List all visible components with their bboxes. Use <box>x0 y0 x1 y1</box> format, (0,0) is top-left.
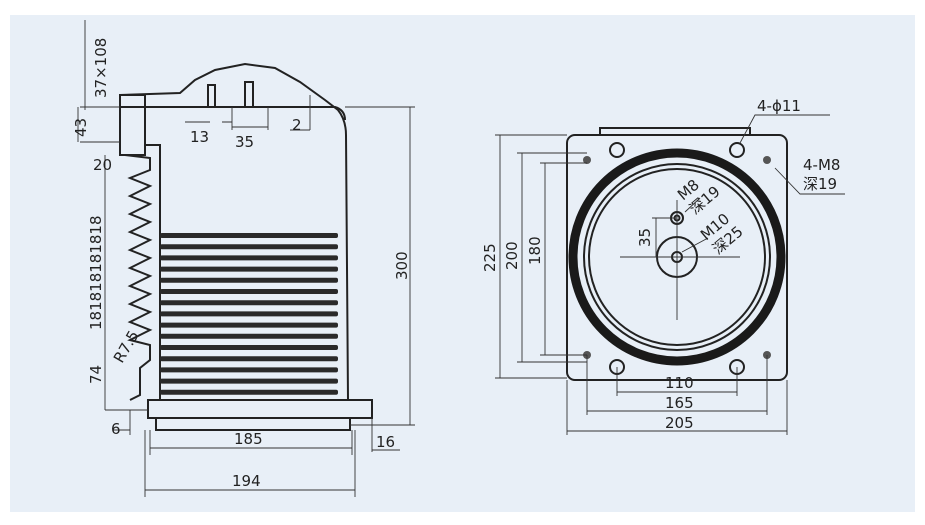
dim-180: 180 <box>526 236 544 265</box>
dim-185: 185 <box>234 430 263 448</box>
dim-74: 74 <box>87 365 105 384</box>
dim-43: 43 <box>72 118 90 137</box>
outer-ring <box>568 148 786 366</box>
dim-shed-pitch: 181818181818 <box>87 215 105 330</box>
mounting-holes <box>609 142 745 375</box>
inner-ring <box>588 168 766 346</box>
dim-165: 165 <box>665 394 694 412</box>
rib <box>160 345 338 350</box>
plan-view: 225 200 180 35 110 165 205 4-ϕ11 4-M8 深1… <box>481 97 845 435</box>
stud-left <box>207 84 216 108</box>
stud-right <box>244 81 254 108</box>
shed-profile <box>124 154 153 401</box>
rib <box>160 300 338 306</box>
side-outline-top <box>119 62 349 401</box>
base <box>155 417 351 431</box>
ribs <box>160 233 338 395</box>
base-plate <box>566 134 788 381</box>
dim-225: 225 <box>481 243 499 272</box>
rib <box>160 255 338 261</box>
top-strip <box>599 127 751 136</box>
dim-20: 20 <box>93 156 112 174</box>
rib <box>160 289 338 294</box>
body-left-wall <box>145 144 161 400</box>
dim-300: 300 <box>393 251 411 280</box>
dim-6: 6 <box>111 420 121 438</box>
dim-194: 194 <box>232 472 261 490</box>
top-flange-line <box>120 106 346 121</box>
inner-ring <box>583 163 771 351</box>
rib <box>160 266 338 272</box>
callout-4-m8: 4-M8 <box>803 156 840 174</box>
rib <box>160 356 338 362</box>
dim-37x108: 37×108 <box>92 38 110 98</box>
dim-205: 205 <box>665 414 694 432</box>
dim-16: 16 <box>376 433 395 451</box>
rib <box>160 389 338 395</box>
side-view: 37×108 43 20 181818181818 R7.5 74 6 13 3… <box>72 20 415 497</box>
callout-4-m8-depth: 深19 <box>803 175 837 193</box>
dim-200: 200 <box>503 241 521 270</box>
plan-dimension-lines <box>495 114 845 435</box>
dim-35: 35 <box>235 133 254 151</box>
rib <box>160 333 338 339</box>
side-dimension-lines <box>77 20 415 497</box>
rib <box>160 244 338 250</box>
rib <box>160 277 338 283</box>
rib <box>160 233 338 238</box>
callout-4-phi11: 4-ϕ11 <box>757 97 801 115</box>
dim-110: 110 <box>665 374 694 392</box>
rib <box>160 378 338 384</box>
rib <box>160 311 338 317</box>
rib <box>160 322 338 328</box>
dim-radius: R7.5 <box>110 327 143 366</box>
dim-35-plan: 35 <box>636 228 654 247</box>
bottom-flange <box>147 399 373 419</box>
dim-13: 13 <box>190 128 209 146</box>
side-terminal-box <box>119 94 146 156</box>
rib <box>160 367 338 373</box>
dim-2: 2 <box>292 116 302 134</box>
m8-holes <box>583 156 771 359</box>
